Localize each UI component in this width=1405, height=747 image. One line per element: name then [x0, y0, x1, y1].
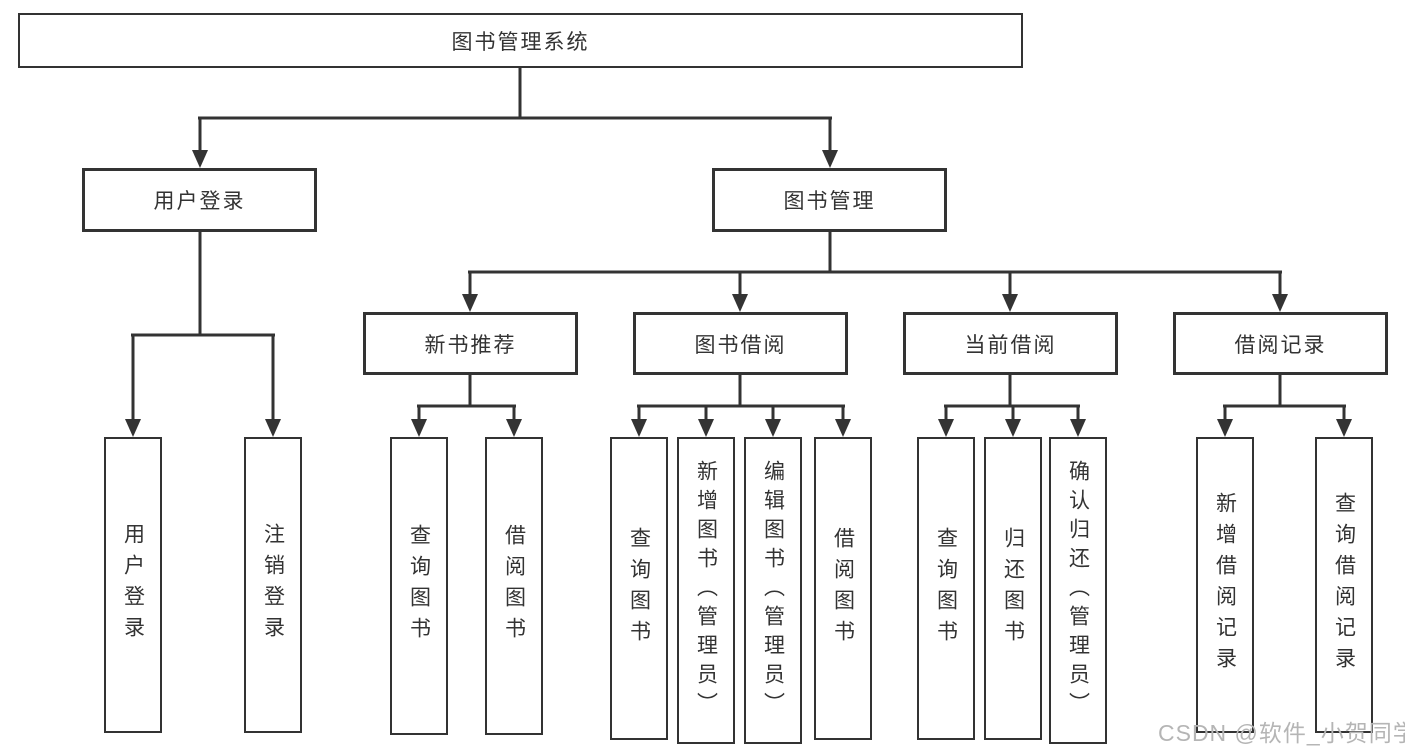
leaf-query-borrow-record: 查询借阅记录 — [1315, 437, 1373, 733]
leaf-current-query-books: 查询图书 — [917, 437, 975, 740]
leaf-borrow-query-books: 查询图书 — [610, 437, 668, 740]
leaf-return-books: 归还图书 — [984, 437, 1042, 740]
connector-borrowrecord-to-leaves — [1217, 375, 1352, 437]
node-book-borrow: 图书借阅 — [633, 312, 848, 375]
connector-root-to-level2 — [192, 66, 838, 168]
node-borrow-record: 借阅记录 — [1173, 312, 1388, 375]
node-current-borrow: 当前借阅 — [903, 312, 1118, 375]
csdn-watermark: CSDN @软件_小贺同学 — [1158, 720, 1405, 746]
node-library-system: 图书管理系统 — [18, 13, 1023, 68]
leaf-borrow-books: 借阅图书 — [814, 437, 872, 740]
leaf-recommend-borrow-books: 借阅图书 — [485, 437, 543, 735]
node-new-book-recommend: 新书推荐 — [363, 312, 578, 375]
connector-bookborrow-to-leaves — [631, 375, 851, 437]
leaf-add-borrow-record: 新增借阅记录 — [1196, 437, 1254, 733]
leaf-add-books-admin: 新增图书（管理员） — [677, 437, 735, 744]
leaf-confirm-return-admin: 确认归还（管理员） — [1049, 437, 1107, 744]
node-book-management: 图书管理 — [712, 168, 947, 232]
leaf-user-login: 用户登录 — [104, 437, 162, 733]
leaf-edit-books-admin: 编辑图书（管理员） — [744, 437, 802, 744]
node-user-login: 用户登录 — [82, 168, 317, 232]
leaf-logout: 注销登录 — [244, 437, 302, 733]
connector-newbookrec-to-leaves — [411, 375, 522, 437]
leaf-recommend-query-books: 查询图书 — [390, 437, 448, 735]
connector-userlogin-to-leaves — [125, 232, 281, 437]
connector-currentborrow-to-leaves — [938, 375, 1086, 437]
connector-bookmgmt-to-level3 — [462, 232, 1288, 312]
